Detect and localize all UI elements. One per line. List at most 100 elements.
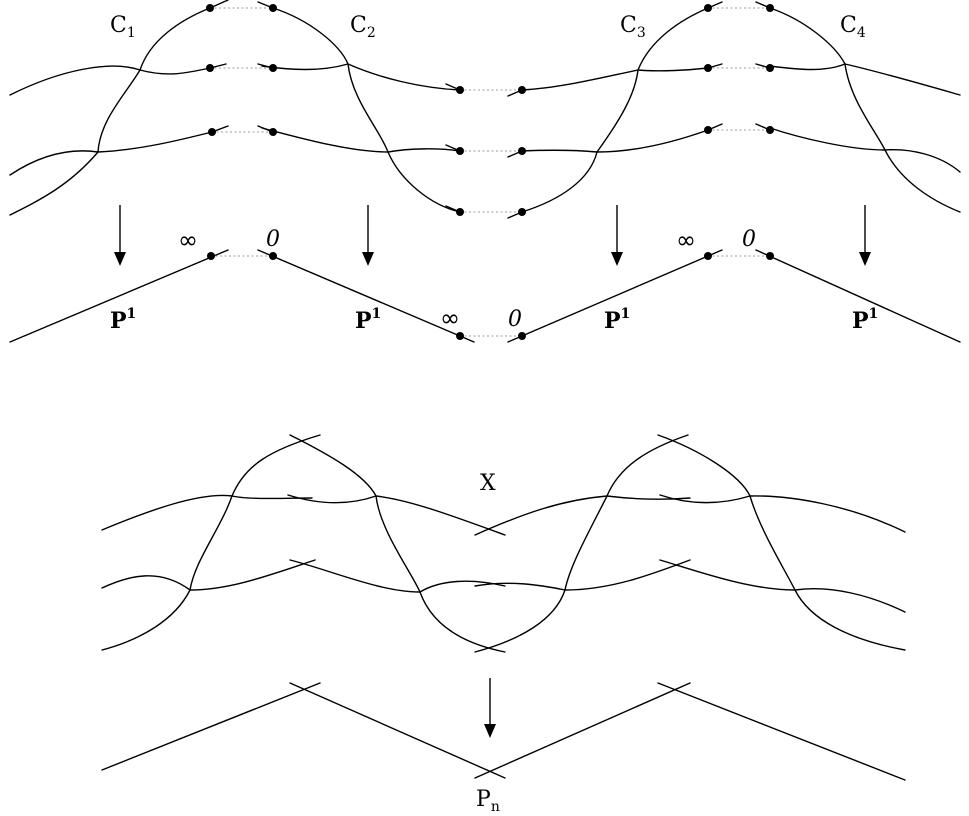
top-gluing-lines — [210, 7, 770, 213]
curve-c3-lower — [521, 129, 709, 153]
down-arrow-icon — [484, 724, 496, 738]
node-point — [766, 252, 774, 260]
curve-c1-cross — [97, 69, 141, 153]
x-curve-lower-dip-right — [474, 589, 566, 653]
x-curve-lower-mid-left — [289, 559, 506, 593]
x-curve-loop2-right — [657, 434, 751, 497]
node-point — [518, 147, 526, 155]
down-arrow-icon — [362, 252, 374, 266]
bottom-projection-arrow — [484, 678, 496, 738]
x-curve-loop1-top — [231, 434, 321, 497]
down-arrow-icon — [611, 252, 623, 266]
node-point — [456, 147, 464, 155]
curve-c2-cross — [347, 63, 389, 153]
curve-c4-cross — [844, 63, 886, 151]
down-arrow-icon — [114, 252, 126, 266]
node-point — [208, 128, 216, 136]
top-nodes — [206, 4, 774, 216]
label-c2: C2 — [350, 13, 376, 41]
node-point — [518, 208, 526, 216]
base-line-p1-1 — [9, 249, 229, 343]
node-point — [518, 86, 526, 94]
curve-c2-loop-top — [272, 7, 349, 65]
component-labels: C1 C2 C3 C4 — [110, 13, 866, 41]
curve-c2-dip — [387, 151, 461, 213]
label-p1: P1 — [604, 306, 630, 334]
x-curve-upper-left — [101, 494, 313, 531]
node-point — [704, 64, 712, 72]
x-curve-cross-1 — [189, 495, 233, 591]
pn-line-2 — [289, 682, 506, 779]
top-projection-arrows — [114, 205, 871, 266]
curve-c2-lower — [261, 127, 461, 153]
node-point — [269, 128, 277, 136]
curve-c3-upper — [521, 67, 709, 91]
curve-c4-lower — [769, 127, 961, 173]
curve-c3-loop-top — [637, 7, 709, 71]
infinity-label: ∞ — [178, 226, 198, 254]
x-curve-lower-dip — [419, 591, 506, 653]
node-point — [766, 4, 774, 12]
x-curve-loop1-right — [289, 434, 377, 497]
node-point — [766, 64, 774, 72]
x-curve-lower-left — [101, 559, 316, 591]
node-point — [704, 252, 712, 260]
curve-c4-upper — [769, 63, 961, 96]
x-curve-mid-upper — [287, 494, 506, 536]
zero-label: 0 — [266, 227, 280, 252]
x-curve-cross-2 — [375, 495, 421, 593]
x-curve-loop2-top — [606, 434, 689, 497]
node-point — [206, 4, 214, 12]
label-c3: C3 — [620, 13, 646, 41]
x-curve-mid-upper-right — [474, 495, 691, 536]
label-p1: P1 — [852, 306, 878, 334]
curve-c3-right-low — [521, 151, 598, 213]
x-curve-lower-bottom-right — [794, 589, 906, 651]
base-line-p1-4 — [755, 249, 961, 343]
label-p1: P1 — [355, 306, 381, 334]
node-point — [704, 126, 712, 134]
curve-c1-lower — [9, 131, 213, 176]
p1-labels: P1 P1 P1 P1 — [110, 306, 878, 334]
bottom-total-space-curves — [101, 434, 906, 653]
top-cover-curves — [9, 7, 961, 216]
curve-c1-upper — [9, 65, 211, 96]
curve-c2-upper — [261, 63, 461, 91]
down-arrow-icon — [859, 252, 871, 266]
bottom-base-lines — [101, 682, 906, 781]
pn-line-1 — [101, 682, 321, 771]
pn-line-4 — [657, 682, 906, 781]
pn-line-3 — [474, 682, 691, 779]
x-curve-cross-3 — [564, 495, 608, 591]
x-curve-lower-bottom-left — [101, 589, 191, 651]
curve-c3-cross — [596, 69, 639, 153]
node-point — [269, 64, 277, 72]
node-point — [269, 252, 277, 260]
zero-label: 0 — [742, 227, 756, 252]
infinity-label: ∞ — [676, 226, 696, 254]
label-p1: P1 — [110, 306, 136, 334]
node-point — [456, 86, 464, 94]
base-chain-lines — [9, 249, 961, 343]
node-labels: ∞ 0 ∞ 0 ∞ 0 — [178, 226, 756, 332]
zero-label: 0 — [508, 307, 522, 332]
node-point — [206, 64, 214, 72]
top-node-stubs — [209, 0, 771, 219]
base-line-p1-2 — [257, 249, 475, 343]
base-line-p1-3 — [507, 249, 723, 343]
label-x: X — [480, 471, 496, 496]
x-curve-upper-right — [659, 494, 906, 533]
curve-c4-loop-top — [769, 7, 846, 65]
label-c4: C4 — [840, 13, 866, 41]
curve-c1-bottom — [9, 151, 99, 216]
node-point — [518, 332, 526, 340]
x-curve-cross-4 — [749, 495, 796, 591]
x-curve-lower-mid-right — [474, 559, 691, 591]
node-point — [456, 208, 464, 216]
node-point — [269, 4, 277, 12]
node-point — [456, 332, 464, 340]
label-pn: Pn — [476, 787, 500, 815]
curve-c1-loop-top — [139, 7, 211, 71]
label-c1: C1 — [110, 13, 136, 41]
